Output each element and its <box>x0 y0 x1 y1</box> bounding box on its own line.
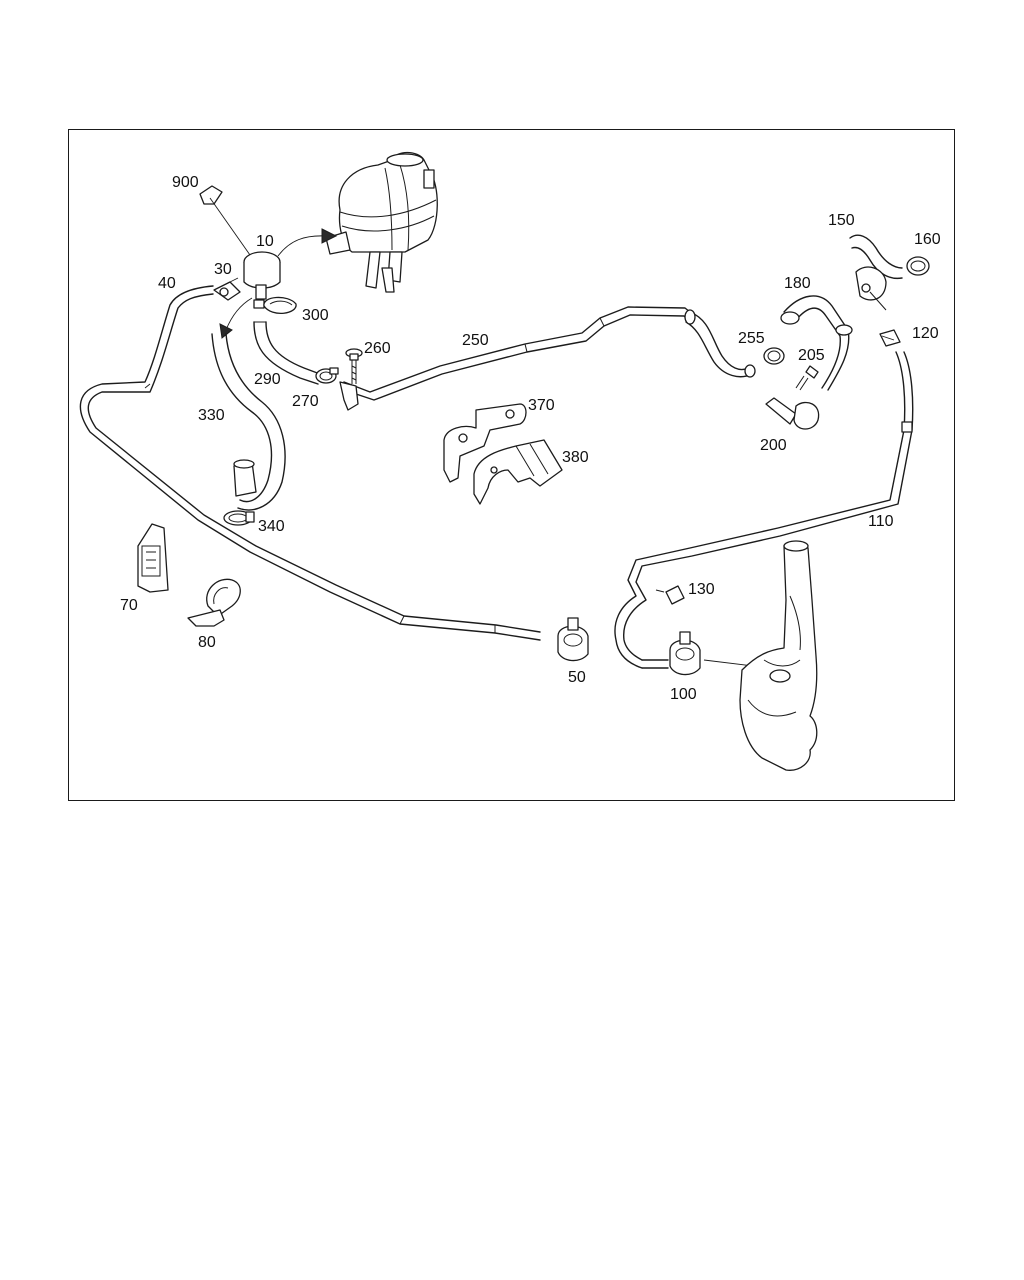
callout-180: 180 <box>784 275 811 292</box>
label-tag-900 <box>199 185 251 256</box>
callout-900: 900 <box>172 174 199 191</box>
pipe-250 <box>339 306 756 411</box>
callout-120: 120 <box>912 325 939 342</box>
callout-290: 290 <box>254 371 281 388</box>
pointer-arrow <box>219 228 338 339</box>
clamp-300 <box>263 296 297 314</box>
screw-130 <box>655 585 685 605</box>
fitting-30 <box>213 281 241 301</box>
bracket-70 <box>137 523 169 593</box>
callout-250: 250 <box>462 332 489 349</box>
callout-100: 100 <box>670 686 697 703</box>
callout-130: 130 <box>688 581 715 598</box>
callout-70: 70 <box>120 597 138 614</box>
hose-150 <box>849 234 903 311</box>
clamp-270 <box>315 367 339 384</box>
callout-340: 340 <box>258 518 285 535</box>
screw-205 <box>795 365 819 391</box>
callout-205: 205 <box>798 347 825 364</box>
clamp-340 <box>223 510 255 526</box>
expansion-tank <box>325 151 438 293</box>
hose-330 <box>211 333 286 511</box>
callout-160: 160 <box>914 231 941 248</box>
callout-380: 380 <box>562 449 589 466</box>
callout-370: 370 <box>528 397 555 414</box>
callout-10: 10 <box>256 233 274 250</box>
washer-reservoir <box>739 540 818 771</box>
fitting-120 <box>879 329 901 347</box>
clamp-50 <box>557 617 589 662</box>
callout-30: 30 <box>214 261 232 278</box>
callout-200: 200 <box>760 437 787 454</box>
connector-200 <box>765 397 820 430</box>
callout-300: 300 <box>302 307 329 324</box>
bolt-260 <box>345 348 363 384</box>
leader-lines <box>144 277 895 389</box>
pipe-110 <box>614 351 914 669</box>
hose-290 <box>253 321 321 385</box>
callout-255: 255 <box>738 330 765 347</box>
bracket-370 <box>443 403 527 483</box>
callout-110: 110 <box>868 513 894 530</box>
callout-270: 270 <box>292 393 319 410</box>
clamp-255 <box>763 347 785 365</box>
callout-150: 150 <box>828 212 855 229</box>
cable-tie-80 <box>187 578 241 627</box>
pump-10 <box>243 251 281 309</box>
hose-180 <box>780 295 853 391</box>
callout-50: 50 <box>568 669 586 686</box>
bracket-380 <box>473 439 563 505</box>
callout-labels: 900 10 30 40 300 260 290 270 330 340 250… <box>120 174 941 703</box>
callout-80: 80 <box>198 634 216 651</box>
hose-40 <box>79 285 541 641</box>
callout-260: 260 <box>364 340 391 357</box>
callout-40: 40 <box>158 275 176 292</box>
clamp-160 <box>906 256 930 276</box>
callout-330: 330 <box>198 407 225 424</box>
